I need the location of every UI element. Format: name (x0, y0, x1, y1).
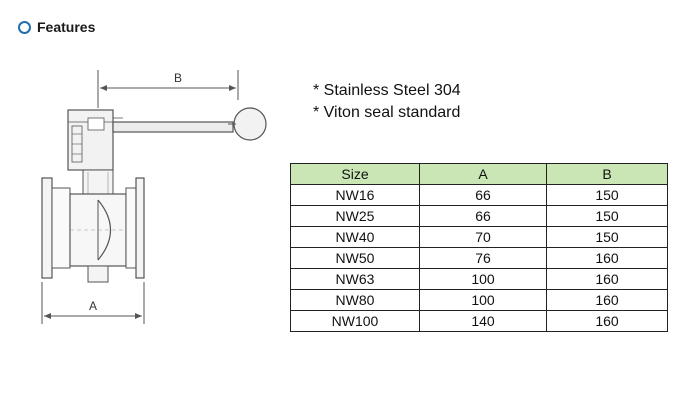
cell-a: 66 (419, 184, 547, 206)
section-title: Features (37, 19, 96, 35)
cell-a: 76 (419, 247, 547, 269)
cell-b: 160 (546, 268, 668, 290)
cell-b: 160 (546, 310, 668, 332)
table-row: NW40 70 150 (290, 226, 668, 248)
cell-b: 160 (546, 289, 668, 311)
cell-b: 150 (546, 205, 668, 227)
valve-drawing: B A (41, 70, 267, 324)
note-material: * Stainless Steel 304 (313, 82, 461, 99)
column-header-b: B (546, 163, 668, 185)
cell-size: NW16 (290, 184, 420, 206)
cell-size: NW40 (290, 226, 420, 248)
cell-a: 140 (419, 310, 547, 332)
cell-b: 150 (546, 184, 668, 206)
dimension-a-label: A (89, 299, 97, 313)
cell-size: NW63 (290, 268, 420, 290)
note-seal: * Viton seal standard (313, 104, 461, 121)
feature-notes: * Stainless Steel 304 * Viton seal stand… (313, 80, 461, 124)
table-row: NW25 66 150 (290, 205, 668, 227)
column-header-a: A (419, 163, 547, 185)
cell-b: 150 (546, 226, 668, 248)
table-header-row: Size A B (290, 163, 668, 185)
cell-a: 66 (419, 205, 547, 227)
cell-a: 100 (419, 289, 547, 311)
cell-size: NW100 (290, 310, 420, 332)
dimension-b-label: B (174, 71, 182, 85)
cell-size: NW50 (290, 247, 420, 269)
cell-b: 160 (546, 247, 668, 269)
table-row: NW50 76 160 (290, 247, 668, 269)
table-row: NW16 66 150 (290, 184, 668, 206)
table-row: NW100 140 160 (290, 310, 668, 332)
table-row: NW63 100 160 (290, 268, 668, 290)
dimension-table: Size A B NW16 66 150 NW25 66 150 NW40 70… (290, 163, 668, 332)
cell-a: 70 (419, 226, 547, 248)
section-heading: Features (18, 19, 95, 35)
column-header-size: Size (290, 163, 420, 185)
cell-size: NW80 (290, 289, 420, 311)
cell-size: NW25 (290, 205, 420, 227)
table-row: NW80 100 160 (290, 289, 668, 311)
cell-a: 100 (419, 268, 547, 290)
circle-bullet-icon (18, 20, 31, 34)
